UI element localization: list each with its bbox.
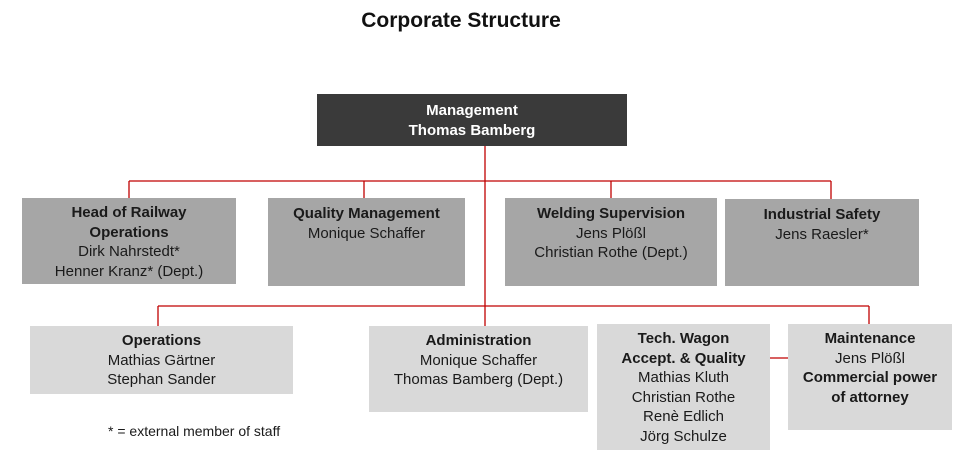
role-line: Operations — [121, 332, 202, 349]
person-name: Jörg Schulze — [640, 427, 727, 445]
page-title: Corporate Structure — [361, 9, 561, 32]
role-line: Head of Railway — [71, 204, 187, 221]
power-of-attorney-line: Commercial power — [802, 369, 938, 386]
person-name: Dirk Nahrstedt* — [78, 243, 180, 260]
person-name: Jens Raesler* — [775, 225, 869, 243]
person-name: Henner Kranz* (Dept.) — [54, 262, 204, 280]
person-name: Monique Schaffer — [307, 224, 426, 242]
administration-box: Administration Monique Schaffer Thomas B… — [369, 326, 588, 412]
welding-supervision-box: Welding Supervision Jens Plößl Christian… — [505, 198, 717, 286]
person-name: Christian Rothe — [631, 388, 736, 406]
role-line: Quality Management — [293, 205, 440, 222]
power-of-attorney-line: of attorney — [831, 388, 909, 406]
role-line: Accept. & Quality — [621, 349, 746, 367]
person-name: Thomas Bamberg (Dept.) — [393, 371, 564, 388]
person-name: Jens Plößl — [834, 349, 906, 367]
industrial-safety-box: Industrial Safety Jens Raesler* — [725, 199, 919, 286]
management-box: Management Thomas Bamberg — [317, 94, 627, 146]
maintenance-box: Maintenance Jens Plößl Commercial power … — [788, 324, 952, 430]
role-line: Welding Supervision — [536, 205, 686, 222]
operations-box: Operations Mathias Gärtner Stephan Sande… — [30, 326, 293, 394]
person-name: Christian Rothe (Dept.) — [534, 244, 688, 261]
person-name: Jens Plößl — [575, 224, 647, 242]
tech-wagon-acceptance-quality-box: Tech. Wagon Accept. & Quality Mathias Kl… — [597, 324, 770, 450]
quality-management-box: Quality Management Monique Schaffer — [268, 198, 465, 286]
role-line: Maintenance — [824, 330, 916, 347]
person-name: Renè Edlich — [643, 408, 724, 425]
management-role: Management — [426, 102, 518, 119]
role-line: Administration — [425, 332, 532, 349]
management-name: Thomas Bamberg — [408, 121, 536, 139]
footnote: * = external member of staff — [108, 423, 281, 439]
person-name: Mathias Kluth — [638, 369, 729, 386]
role-line: Operations — [89, 223, 169, 241]
person-name: Mathias Gärtner — [107, 351, 216, 369]
role-line: Tech. Wagon — [637, 330, 730, 347]
person-name: Monique Schaffer — [419, 351, 538, 369]
head-of-railway-operations-box: Head of Railway Operations Dirk Nahrsted… — [22, 198, 236, 284]
role-line: Industrial Safety — [763, 206, 881, 223]
person-name: Stephan Sander — [107, 371, 216, 388]
